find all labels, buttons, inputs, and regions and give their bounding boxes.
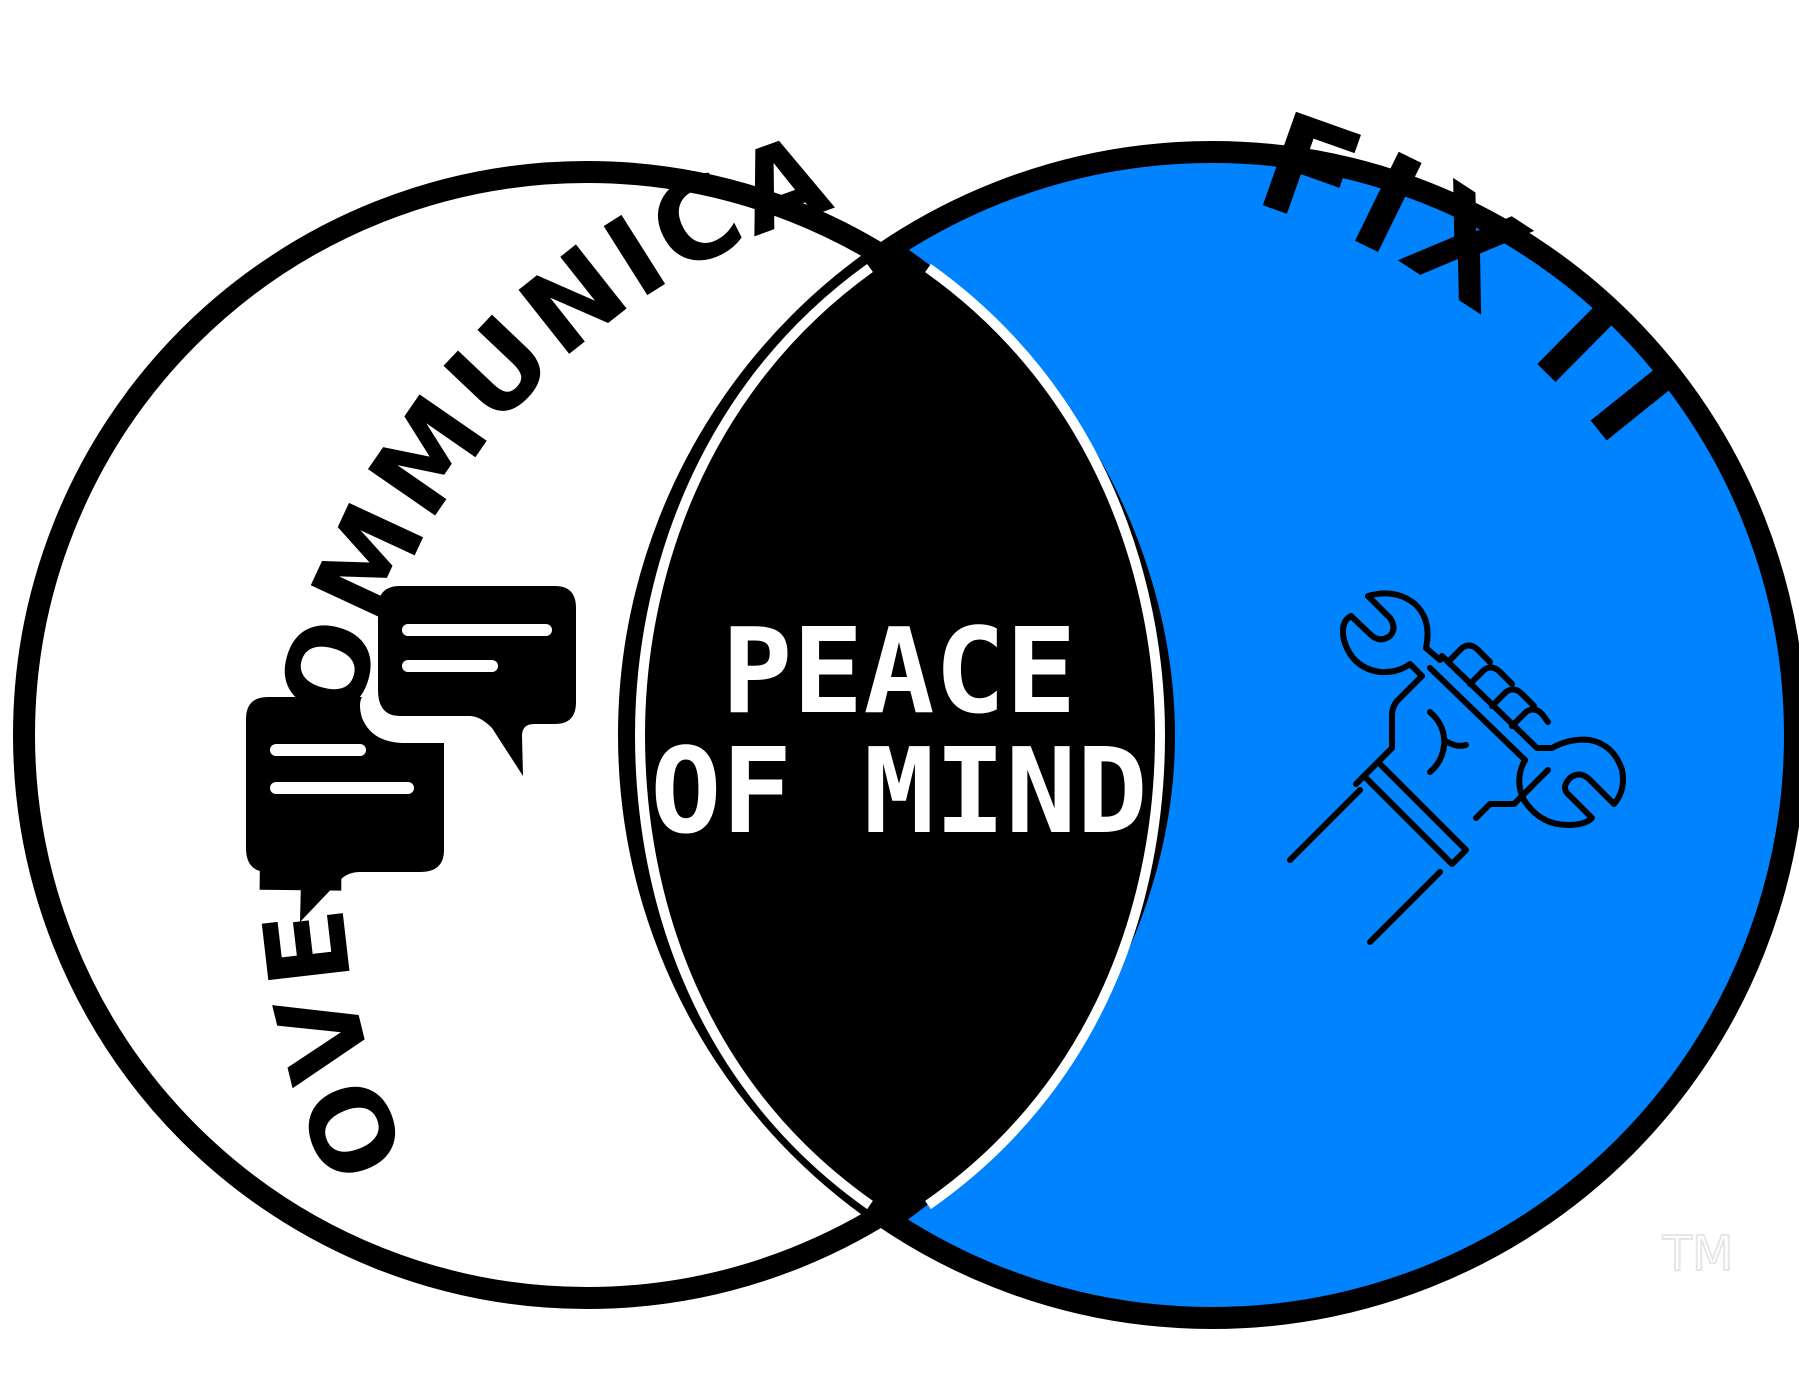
of-mind-line: OF MIND <box>650 722 1147 860</box>
lens-outline <box>634 263 1166 1210</box>
peace-line: PEACE <box>721 602 1076 740</box>
wrench-fist-icon <box>1287 590 1626 945</box>
circle-outlines <box>13 141 1799 1329</box>
chat-bubbles-icon <box>246 586 576 922</box>
trademark-mark: TM <box>1662 1226 1734 1282</box>
overlap-lens <box>625 243 1175 1226</box>
